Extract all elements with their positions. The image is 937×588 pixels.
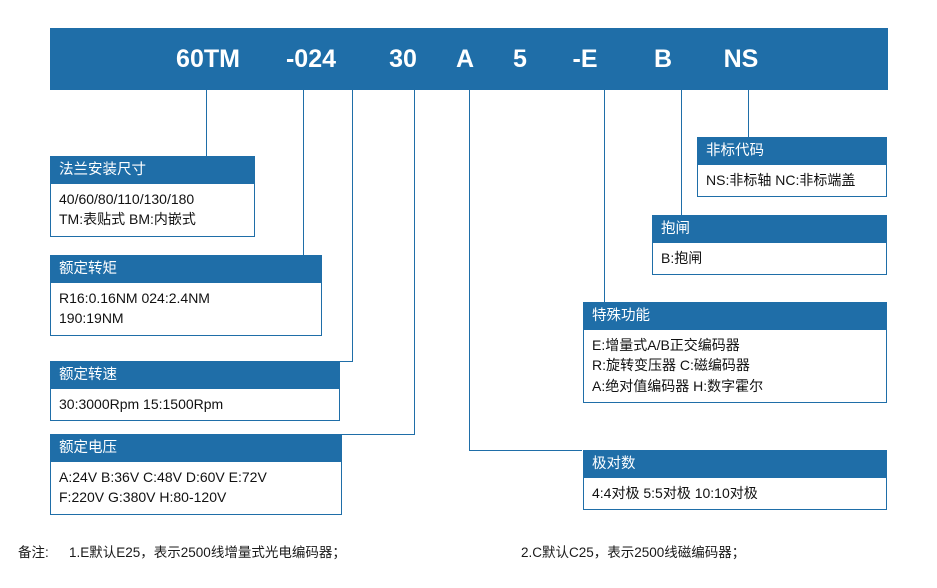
connector-brake bbox=[681, 90, 682, 215]
box-brake-body: B:抱闸 bbox=[653, 243, 886, 274]
box-speed-line-1: 30:3000Rpm 15:1500Rpm bbox=[59, 396, 224, 413]
box-nonstandard-title: 非标代码 bbox=[698, 138, 886, 166]
box-poles-title: 极对数 bbox=[584, 451, 886, 479]
box-flange-line-2: TM:表贴式 BM:内嵌式 bbox=[59, 211, 196, 228]
model-code-row: 60TM -024 30 A 5 -E B NS bbox=[50, 28, 888, 90]
code-segment-brake: B bbox=[653, 45, 673, 73]
connector-voltage bbox=[414, 90, 415, 434]
code-segment-voltage: A bbox=[455, 45, 475, 73]
box-nonstandard-line-1: NS:非标轴 NC:非标端盖 bbox=[706, 172, 856, 189]
connector-flange bbox=[206, 90, 207, 156]
box-nonstandard: 非标代码 NS:非标轴 NC:非标端盖 bbox=[697, 137, 887, 198]
box-special-body: E:增量式A/B正交编码器 R:旋转变压器 C:磁编码器 A:绝对值编码器 H:… bbox=[584, 330, 886, 402]
box-torque-line-2: 190:19NM bbox=[59, 310, 124, 327]
connector-torque bbox=[303, 90, 304, 255]
box-voltage-body: A:24V B:36V C:48V D:60V E:72V F:220V G:3… bbox=[51, 462, 341, 514]
box-special-line-2: R:旋转变压器 C:磁编码器 bbox=[592, 357, 750, 374]
box-special-line-3: A:绝对值编码器 H:数字霍尔 bbox=[592, 377, 764, 394]
code-segment-speed: 30 bbox=[389, 45, 417, 73]
notes-label: 备注: bbox=[18, 545, 49, 560]
box-flange-line-1: 40/60/80/110/130/180 bbox=[59, 191, 195, 208]
code-segment-flange: 60TM bbox=[176, 45, 240, 73]
code-segment-special: -E bbox=[572, 45, 598, 73]
code-segment-nonstandard: NS bbox=[723, 45, 759, 73]
code-segment-torque: -024 bbox=[285, 45, 337, 73]
box-special-title: 特殊功能 bbox=[584, 303, 886, 331]
box-nonstandard-body: NS:非标轴 NC:非标端盖 bbox=[698, 165, 886, 196]
connector-poles bbox=[469, 90, 470, 450]
box-torque-title: 额定转矩 bbox=[51, 256, 321, 284]
box-voltage-line-1: A:24V B:36V C:48V D:60V E:72V bbox=[59, 469, 267, 486]
model-code-bar: 60TM -024 30 A 5 -E B NS bbox=[50, 28, 888, 90]
box-speed-body: 30:3000Rpm 15:1500Rpm bbox=[51, 389, 339, 420]
box-speed: 额定转速 30:3000Rpm 15:1500Rpm bbox=[50, 361, 340, 422]
connector-speed bbox=[352, 90, 353, 361]
box-voltage-line-2: F:220V G:380V H:80-120V bbox=[59, 489, 227, 506]
box-brake-line-1: B:抱闸 bbox=[661, 250, 703, 267]
connector-poles-h bbox=[469, 450, 582, 451]
connector-special bbox=[604, 90, 605, 302]
box-special: 特殊功能 E:增量式A/B正交编码器 R:旋转变压器 C:磁编码器 A:绝对值编… bbox=[583, 302, 887, 404]
box-torque-body: R16:0.16NM 024:2.4NM 190:19NM bbox=[51, 283, 321, 335]
code-segment-poles: 5 bbox=[513, 45, 527, 73]
note-1: 1.E默认E25，表示2500线增量式光电编码器； bbox=[69, 545, 346, 560]
box-voltage: 额定电压 A:24V B:36V C:48V D:60V E:72V F:220… bbox=[50, 434, 342, 515]
box-flange-body: 40/60/80/110/130/180 TM:表贴式 BM:内嵌式 bbox=[51, 184, 254, 236]
box-flange-title: 法兰安装尺寸 bbox=[51, 157, 254, 185]
note-2: 2.C默认C25，表示2500线磁编码器； bbox=[521, 545, 746, 560]
box-flange: 法兰安装尺寸 40/60/80/110/130/180 TM:表贴式 BM:内嵌… bbox=[50, 156, 255, 237]
connector-nonstandard bbox=[748, 90, 749, 137]
box-poles-body: 4:4对极 5:5对极 10:10对极 bbox=[584, 478, 886, 509]
box-speed-title: 额定转速 bbox=[51, 362, 339, 390]
box-voltage-title: 额定电压 bbox=[51, 435, 341, 463]
box-poles-line-1: 4:4对极 5:5对极 10:10对极 bbox=[592, 485, 758, 502]
box-poles: 极对数 4:4对极 5:5对极 10:10对极 bbox=[583, 450, 887, 511]
box-brake: 抱闸 B:抱闸 bbox=[652, 215, 887, 276]
box-torque: 额定转矩 R16:0.16NM 024:2.4NM 190:19NM bbox=[50, 255, 322, 336]
box-torque-line-1: R16:0.16NM 024:2.4NM bbox=[59, 290, 210, 307]
box-brake-title: 抱闸 bbox=[653, 216, 886, 244]
box-special-line-1: E:增量式A/B正交编码器 bbox=[592, 337, 740, 354]
